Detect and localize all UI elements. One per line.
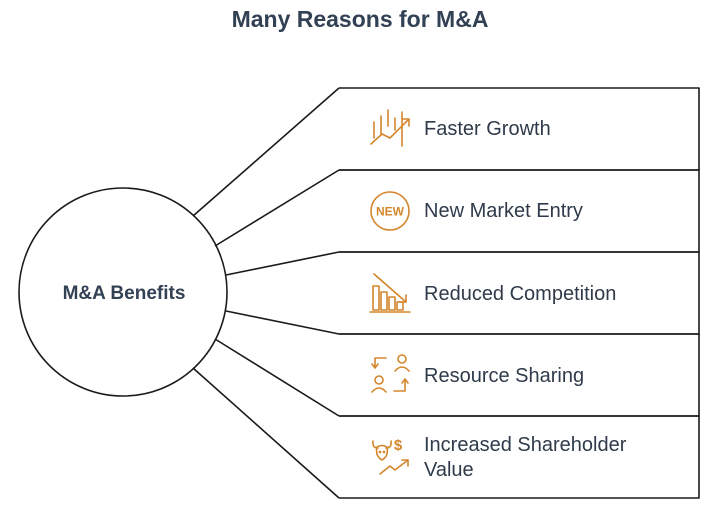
bull-dollar-icon: $: [372, 437, 409, 475]
benefit-box-5: [339, 415, 700, 499]
connector-1: [192, 87, 340, 217]
benefit-label-line: Value: [424, 459, 474, 481]
connector-4: [225, 310, 340, 335]
benefit-item-resource-sharing: Resource Sharing: [371, 354, 584, 393]
benefit-label-line: Reduced Competition: [424, 283, 616, 305]
people-exchange-icon: [371, 354, 410, 393]
benefit-label: Resource Sharing: [424, 365, 584, 387]
benefit-label-line: Increased Shareholder: [424, 434, 627, 456]
benefit-label: New Market Entry: [424, 200, 583, 222]
benefit-label: Reduced Competition: [424, 283, 616, 305]
benefit-label: Faster Growth: [424, 118, 551, 140]
new-badge-text: NEW: [376, 205, 405, 219]
page-title: Many Reasons for M&A: [231, 6, 489, 32]
declining-bars-icon: [369, 273, 411, 313]
benefit-label-line: Resource Sharing: [424, 365, 584, 387]
benefit-item-increased-shareholder-value: $ Increased Shareholder Value: [372, 434, 632, 481]
connectors: [192, 87, 340, 499]
benefit-label: Increased Shareholder Value: [424, 434, 632, 481]
connector-6: [192, 367, 340, 499]
hub-circle: [18, 187, 228, 397]
benefit-item-reduced-competition: Reduced Competition: [369, 273, 616, 313]
connector-5: [214, 338, 340, 417]
connector-2: [214, 169, 340, 247]
new-badge-icon: NEW: [370, 191, 410, 231]
hub-label: M&A Benefits: [63, 283, 186, 304]
connector-3: [225, 251, 340, 276]
hub-node: M&A Benefits: [18, 187, 228, 397]
benefit-item-faster-growth: Faster Growth: [370, 109, 551, 147]
benefit-label-line: Faster Growth: [424, 118, 551, 140]
benefit-boxes: [339, 87, 700, 499]
benefit-label-line: New Market Entry: [424, 200, 583, 222]
growth-chart-icon: [370, 109, 410, 147]
benefit-item-new-market-entry: NEW New Market Entry: [370, 191, 583, 231]
dollar-sign: $: [394, 437, 403, 454]
